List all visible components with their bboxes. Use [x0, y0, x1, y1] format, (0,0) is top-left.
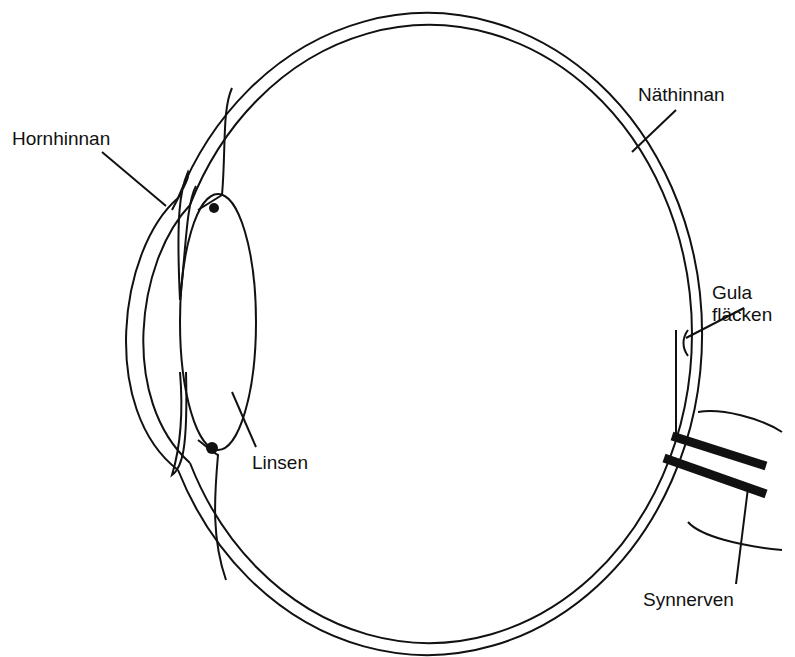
cornea-inner — [143, 205, 190, 463]
lens-shape — [180, 194, 256, 450]
leader-line — [632, 110, 676, 152]
part-label: Linsen — [252, 452, 308, 474]
part-label: Gula fläcken — [712, 282, 786, 326]
ciliary-lower — [198, 440, 226, 580]
iris-lower — [172, 372, 186, 475]
ciliary-blob — [206, 442, 218, 454]
nerve-sheath-top — [698, 411, 782, 432]
cornea-outer — [126, 198, 178, 470]
leader-line — [232, 392, 256, 447]
ciliary-upper — [198, 88, 232, 210]
ciliary-blob — [209, 203, 219, 213]
nerve-sheath-bottom — [688, 522, 782, 550]
leader-line — [102, 152, 166, 206]
part-label: Synnerven — [643, 589, 734, 611]
fovea-dip — [684, 330, 689, 356]
retina-edge — [675, 330, 677, 440]
optic-nerve-band — [664, 458, 766, 494]
part-label: Hornhinnan — [12, 128, 110, 150]
sclera-outline — [178, 13, 702, 655]
leader-line — [736, 488, 748, 584]
iris-upper — [172, 172, 196, 300]
retina-outline — [190, 25, 692, 643]
part-label: Näthinnan — [638, 84, 725, 106]
